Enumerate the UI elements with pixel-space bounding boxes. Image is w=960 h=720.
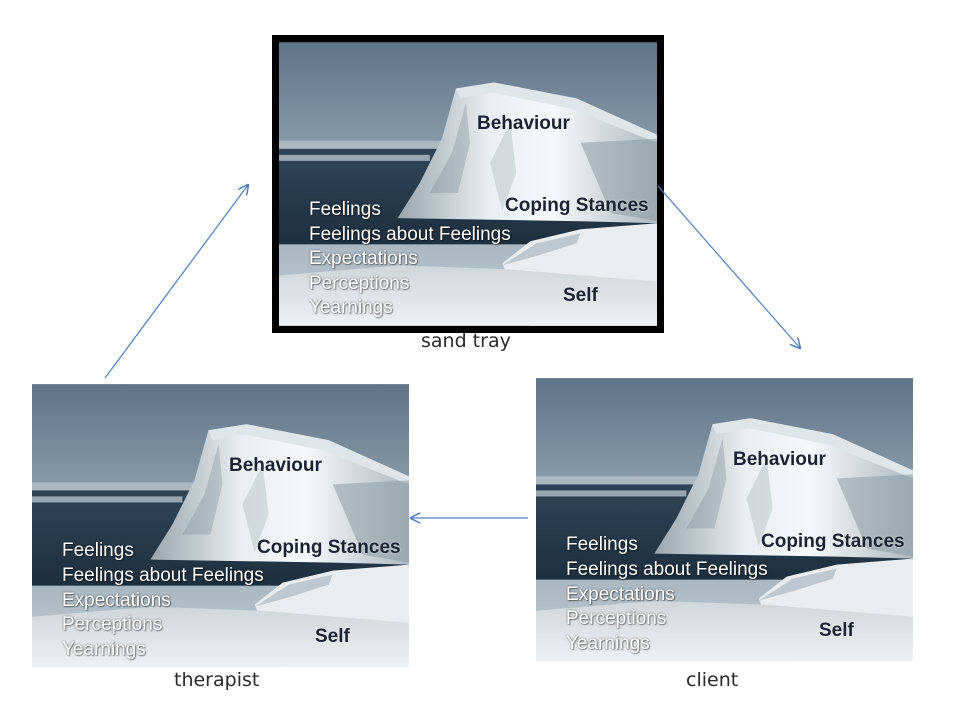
- label-feelings: Feelings: [566, 534, 638, 555]
- label-expectations: Expectations: [566, 584, 675, 605]
- label-coping-stances: Coping Stances: [505, 195, 649, 216]
- label-expectations: Expectations: [309, 248, 418, 269]
- arrow-sand-tray-to-client: [657, 185, 800, 348]
- label-perceptions: Perceptions: [62, 614, 163, 635]
- label-behaviour: Behaviour: [477, 113, 570, 134]
- label-behaviour: Behaviour: [733, 449, 826, 470]
- label-self: Self: [819, 620, 854, 641]
- client-iceberg-panel: Behaviour Coping Stances Feelings Feelin…: [536, 378, 913, 661]
- label-feelings-about-feelings: Feelings about Feelings: [566, 559, 768, 580]
- label-feelings-about-feelings: Feelings about Feelings: [62, 565, 264, 586]
- caption-client: client: [686, 669, 739, 691]
- sand-tray-iceberg-panel: Behaviour Coping Stances Feelings Feelin…: [279, 42, 657, 326]
- label-yearnings: Yearnings: [309, 297, 393, 318]
- label-coping-stances: Coping Stances: [257, 537, 401, 558]
- caption-sand-tray: sand tray: [421, 330, 511, 352]
- arrow-therapist-to-sand-tray: [104, 185, 248, 379]
- label-perceptions: Perceptions: [309, 273, 410, 294]
- label-expectations: Expectations: [62, 590, 171, 611]
- label-perceptions: Perceptions: [566, 608, 667, 629]
- therapist-iceberg-panel: Behaviour Coping Stances Feelings Feelin…: [32, 384, 409, 667]
- label-yearnings: Yearnings: [566, 633, 650, 654]
- label-behaviour: Behaviour: [229, 455, 322, 476]
- label-coping-stances: Coping Stances: [761, 531, 905, 552]
- label-feelings-about-feelings: Feelings about Feelings: [309, 224, 511, 245]
- label-feelings: Feelings: [62, 540, 134, 561]
- label-self: Self: [315, 626, 350, 647]
- label-feelings: Feelings: [309, 199, 381, 220]
- caption-therapist: therapist: [174, 669, 260, 691]
- label-yearnings: Yearnings: [62, 639, 146, 660]
- label-self: Self: [563, 285, 598, 306]
